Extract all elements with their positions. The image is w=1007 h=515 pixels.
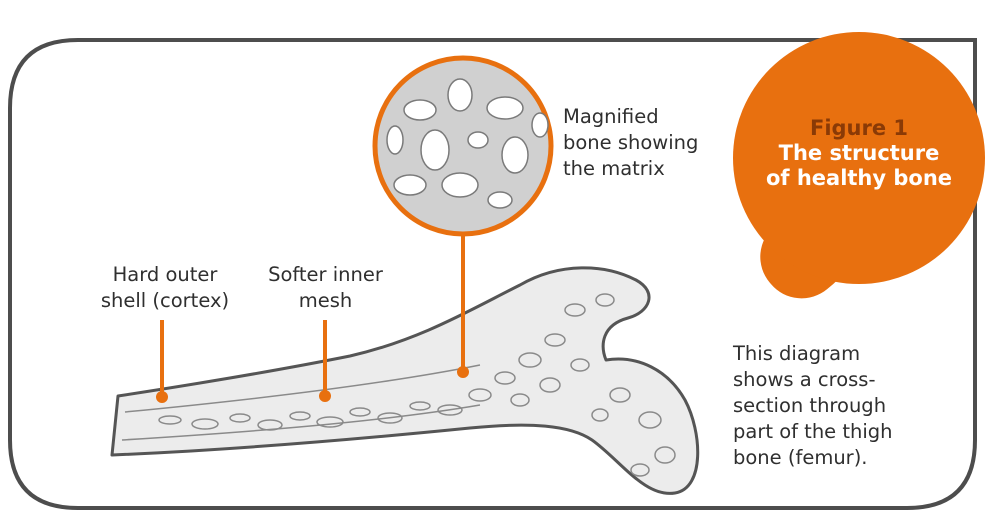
figure-title: Figure 1 The structure of healthy bone xyxy=(728,116,990,191)
figure-title-line-2: of healthy bone xyxy=(728,166,990,191)
outer-shell-label: Hard outer shell (cortex) xyxy=(90,262,240,314)
figure-title-line-1: The structure xyxy=(728,141,990,166)
magnified-label: Magnified bone showing the matrix xyxy=(563,104,698,182)
figure-number: Figure 1 xyxy=(728,116,990,141)
magnified-bone-view xyxy=(375,58,551,234)
caption: This diagram shows a cross- section thro… xyxy=(733,341,893,471)
inner-mesh-label: Softer inner mesh xyxy=(253,262,398,314)
